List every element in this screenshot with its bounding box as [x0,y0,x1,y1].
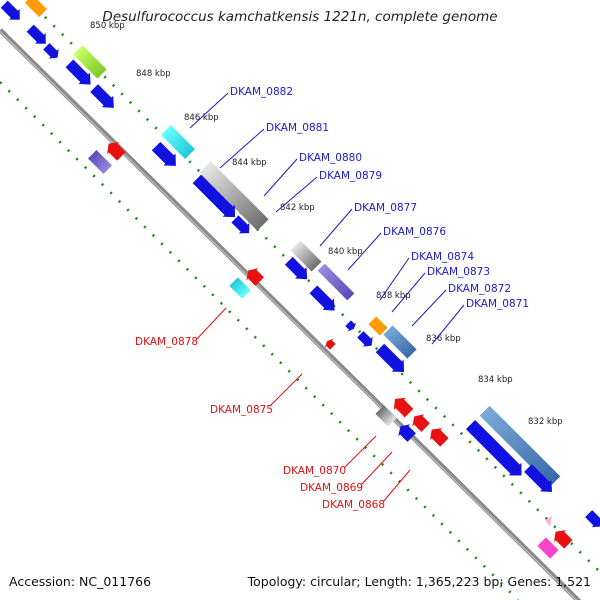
gene-arrow [192,174,236,218]
gene-label: DKAM_0871 [466,298,529,310]
topology-text: Topology: circular; Length: 1,365,223 bp… [247,574,591,589]
marker-triangle [545,516,552,527]
gene-box [229,277,251,299]
gene-label: DKAM_0873 [427,266,490,278]
genome-backbone [0,28,582,600]
tick-label: 836 kbp [426,334,461,344]
gene-label: DKAM_0880 [299,152,362,164]
gene-label: DKAM_0876 [383,226,446,238]
gene-box [375,405,397,427]
gene-box [537,537,559,559]
gene-arrow [554,530,573,549]
gene-box [199,161,269,231]
tick-label: 832 kbp [528,417,563,427]
tick-label: 850 kbp [90,21,125,31]
label-leader [275,176,318,213]
gene-label: DKAM_0872 [448,283,511,295]
gene-arrow [412,414,430,432]
gene-label: DKAM_0874 [411,251,474,263]
gene-arrow [524,464,553,493]
label-leader [195,307,227,341]
map-title: Desulfurococcus kamchatkensis 1221n, com… [102,9,498,25]
gene-arrow [231,215,250,234]
gene-box [87,149,113,175]
tick-label: 844 kbp [232,158,267,168]
label-leader [411,289,447,327]
gene-label: DKAM_0878 [135,336,198,348]
feature-track [0,0,600,559]
tick-label: 840 kbp [328,247,363,257]
tick-label: 848 kbp [136,69,171,79]
label-leader [391,272,426,313]
gene-arrow [324,338,336,350]
accession-text: Accession: NC_011766 [9,574,152,589]
gene-arrow [345,320,357,332]
gene-arrow [65,59,91,85]
label-leader [319,208,353,247]
gene-label: DKAM_0868 [322,499,385,511]
label-leader [347,232,382,271]
label-leader [343,435,377,469]
label-leader [360,451,393,486]
gene-arrow [398,424,416,442]
label-leader [269,373,303,407]
gene-label: DKAM_0869 [300,482,363,494]
gene-arrow [246,268,264,286]
gene-label: DKAM_0879 [319,170,382,182]
gene-arrow [107,142,126,161]
tick-label: 842 kbp [280,203,315,213]
label-leader [263,158,298,197]
label-leader [379,257,410,301]
gene-label: DKAM_0882 [230,86,293,98]
backbone-line [0,28,582,600]
gene-arrow [151,141,176,166]
gene-label: DKAM_0875 [210,404,273,416]
gene-arrow [0,0,20,20]
gene-labels: DKAM_0882DKAM_0881DKAM_0880DKAM_0879DKAM… [135,86,529,511]
gene-arrow [430,428,449,447]
gene-arrow [375,343,405,373]
gene-arrow [585,510,600,528]
gene-box [290,240,322,272]
gene-arrow [309,285,335,311]
gene-arrow [393,397,414,418]
tick-label: 838 kbp [376,291,411,301]
gene-arrow [357,331,373,347]
gene-arrow [284,256,308,280]
label-leader [431,304,465,345]
gene-arrow [465,419,522,476]
gene-label: DKAM_0877 [354,202,417,214]
gene-box [479,405,561,487]
gene-box [383,325,417,359]
gene-box [25,0,47,17]
backbone-highlight [0,31,577,600]
gene-box [317,263,355,301]
gene-arrow [26,24,46,44]
label-leader [219,128,265,169]
label-leader [382,469,411,503]
gene-box [161,125,195,159]
gene-box [368,316,388,336]
label-leader [189,92,229,129]
gene-box [73,45,107,79]
gene-arrow [43,43,59,59]
gene-label: DKAM_0870 [283,465,346,477]
tick-label: 834 kbp [478,375,513,385]
gene-arrow [90,84,114,108]
gene-label: DKAM_0881 [266,122,329,134]
